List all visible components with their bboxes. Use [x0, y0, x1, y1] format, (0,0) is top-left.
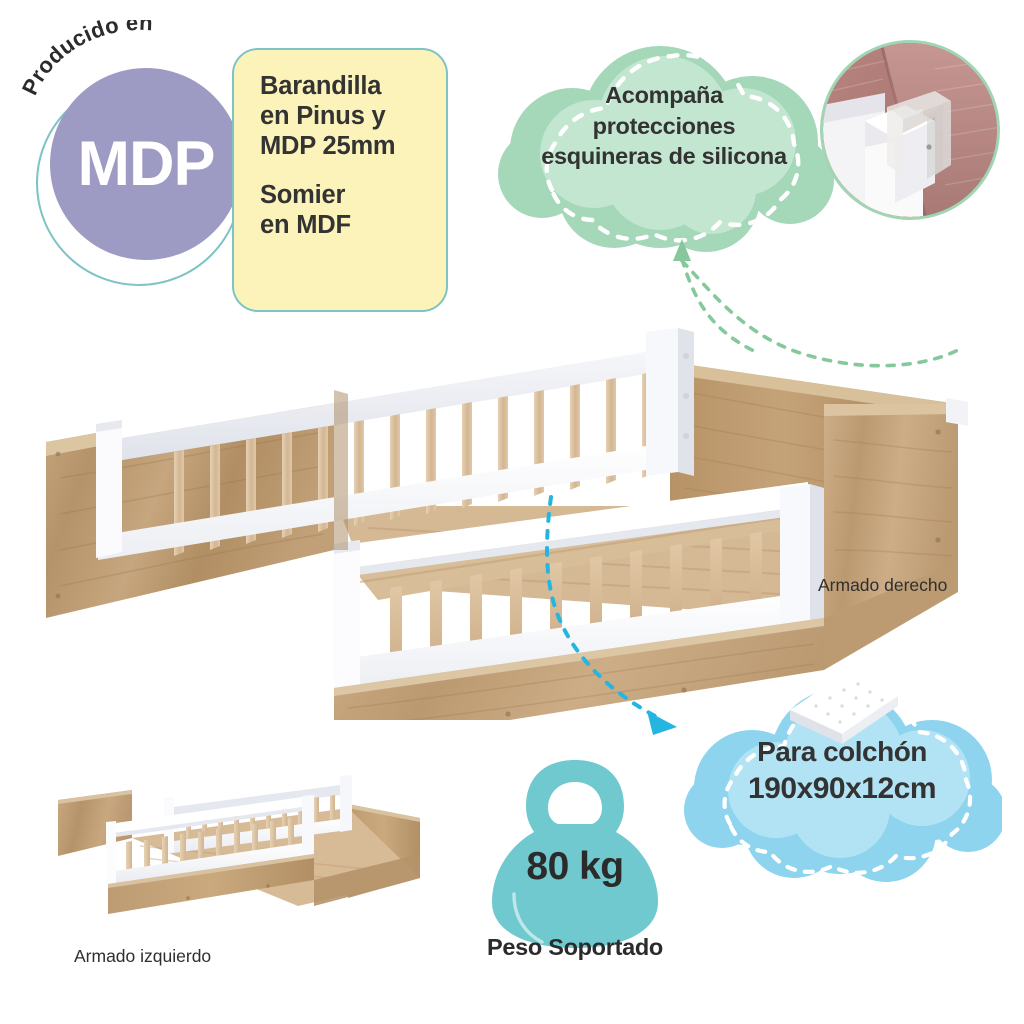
green-cloud-line-1: Acompaña: [605, 82, 723, 108]
spec-line-4: Somier: [260, 181, 346, 210]
blue-dashed-arrow: [545, 495, 677, 735]
spec-spacer: [260, 161, 432, 181]
mattress-size-cloud: Para colchón 190x90x12cm: [682, 662, 1006, 882]
weight-capacity-badge: 80 kg Peso Soportado: [470, 752, 680, 972]
mattress-line-2: 190x90x12cm: [747, 772, 937, 805]
mattress-line-1: Para colchón: [757, 736, 927, 767]
bed-main-illustration: [46, 328, 968, 720]
bed-small-illustration: [58, 775, 420, 914]
mdp-material-text: MDP: [77, 128, 216, 199]
silicone-protection-cloud: Acompaña protecciones esquineras de sili…: [494, 22, 834, 252]
kettlebell-icon: [492, 760, 658, 948]
caption-armado-derecho: Armado derecho: [818, 575, 948, 595]
weight-value: 80 kg: [526, 845, 624, 888]
spec-card: Barandilla en Pinus y MDP 25mm Somier en…: [232, 48, 448, 312]
spec-line-3: MDP 25mm: [260, 131, 396, 160]
weight-label: Peso Soportado: [487, 934, 663, 960]
silicone-protection-text: Acompaña protecciones esquineras de sili…: [494, 80, 834, 172]
spec-line-5: en MDF: [260, 211, 351, 240]
green-cloud-line-3: esquineras de silicona: [541, 143, 787, 170]
corner-protector-photo: [820, 40, 1000, 220]
green-cloud-line-2: protecciones: [592, 112, 736, 139]
mattress-icon: [790, 672, 898, 744]
corner-protector-illustration: [823, 43, 997, 217]
mdp-disc: MDP: [50, 68, 242, 260]
spec-line-2: en Pinus y: [260, 101, 386, 130]
green-cloud-shape: [498, 46, 834, 252]
green-dashed-arrow: [673, 239, 962, 368]
spec-line-1: Barandilla: [260, 72, 382, 100]
mdp-badge: Producido en MDP: [18, 20, 248, 292]
caption-armado-izquierdo: Armado izquierdo: [74, 946, 212, 966]
